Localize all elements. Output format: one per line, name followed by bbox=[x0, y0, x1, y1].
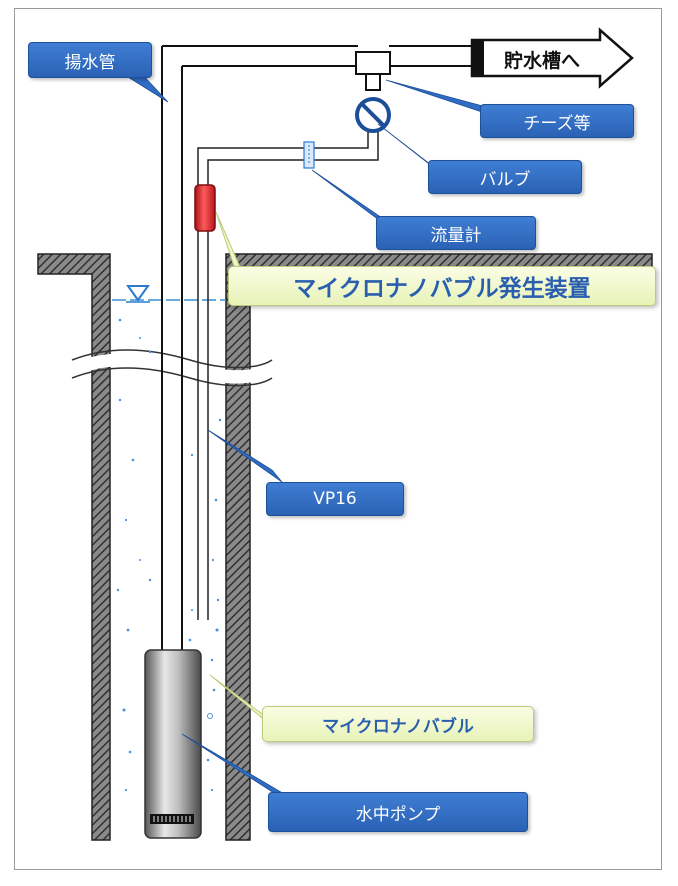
generator-symbol bbox=[194, 184, 216, 232]
bubbles-label: マイクロナノバブル bbox=[262, 706, 534, 742]
generator-label: マイクロナノバブル発生装置 bbox=[228, 266, 656, 306]
ground-right bbox=[225, 253, 653, 841]
tees-label: チーズ等 bbox=[480, 104, 634, 138]
pumping-pipe bbox=[161, 46, 183, 660]
pump-label: 水中ポンプ bbox=[268, 792, 528, 832]
tee-fitting bbox=[355, 51, 391, 75]
break-symbol-bottom bbox=[71, 367, 273, 387]
bubble-dots bbox=[116, 318, 222, 792]
to-tank-label: 貯水槽へ bbox=[503, 49, 580, 72]
to-tank-arrow bbox=[470, 27, 634, 89]
break-symbol-top bbox=[71, 349, 273, 369]
pump-body bbox=[144, 649, 202, 839]
bypass-pipe bbox=[197, 132, 379, 620]
flowmeter-label: 流量計 bbox=[376, 216, 536, 250]
water-level-marker bbox=[126, 285, 150, 302]
valve-label: バルブ bbox=[428, 160, 582, 194]
ground-left bbox=[37, 253, 111, 841]
pumping-pipe-label: 揚水管 bbox=[28, 42, 152, 78]
vp16-label: VP16 bbox=[266, 482, 404, 516]
